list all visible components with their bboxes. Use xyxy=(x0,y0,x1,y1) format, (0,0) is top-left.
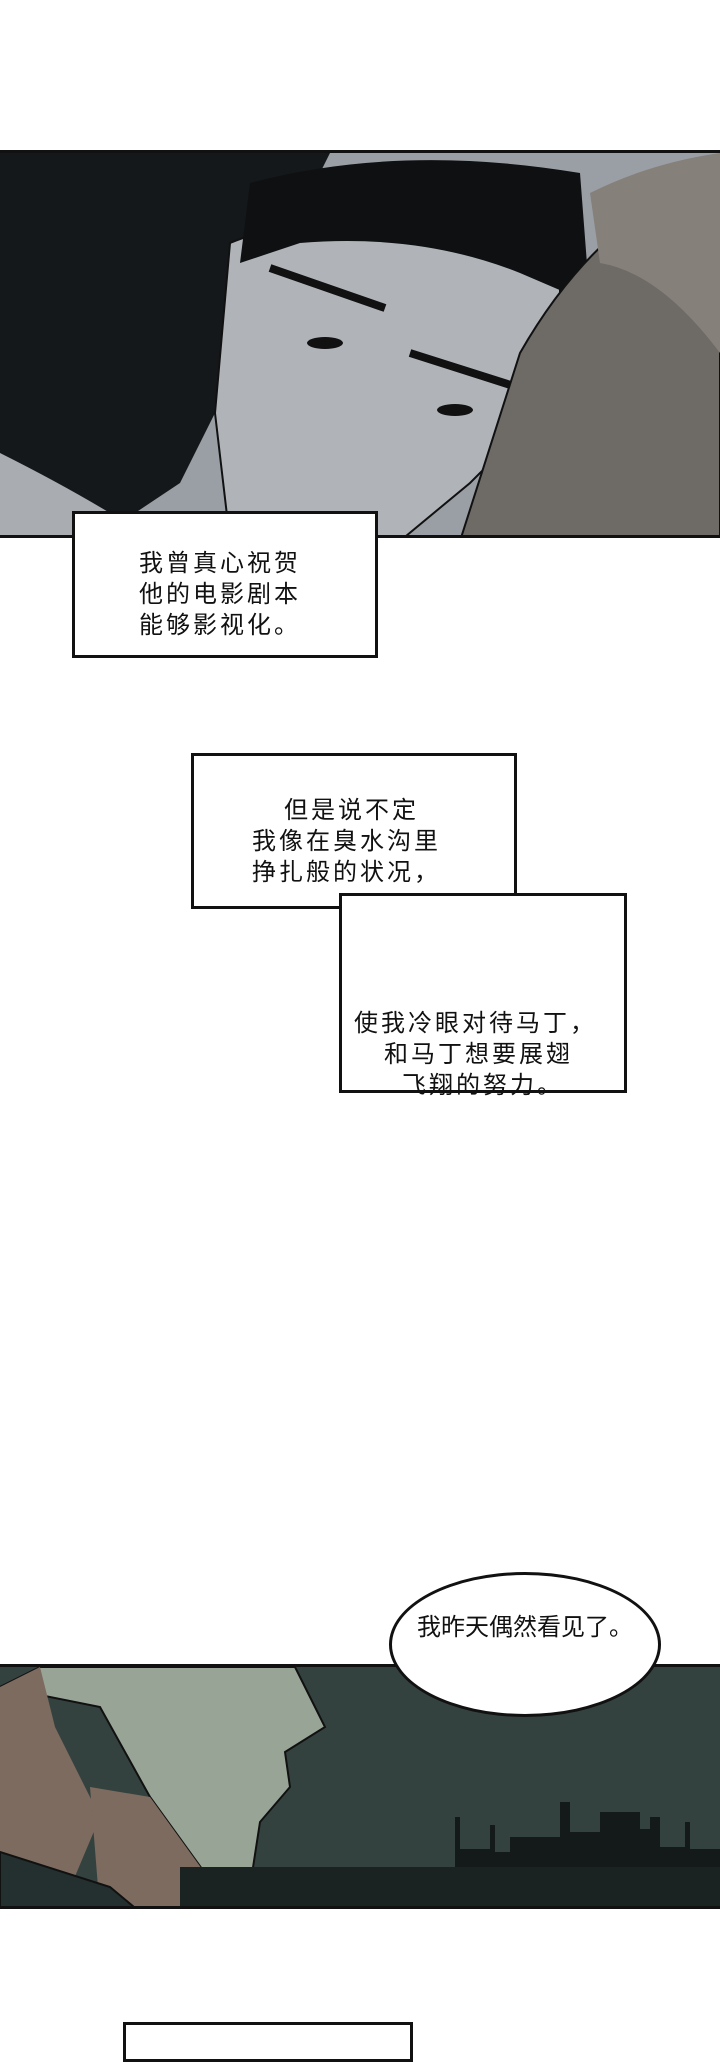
panel-illustration-embrace xyxy=(0,153,720,535)
narration-line: 我曾真心祝贺 xyxy=(139,549,301,577)
narration-box-congratulate: 我曾真心祝贺 他的电影剧本 能够影视化。 xyxy=(72,511,378,658)
speech-bubble-text: 我昨天偶然看见了。 xyxy=(417,1613,633,1641)
narration-line: 但是说不定 xyxy=(284,796,419,824)
comic-panel-embrace xyxy=(0,150,720,538)
narration-line: 能够影视化。 xyxy=(139,611,301,639)
narration-line: 他的电影剧本 xyxy=(139,580,301,608)
panel-illustration-night xyxy=(0,1667,720,1906)
narration-box-partial xyxy=(123,2022,413,2062)
narration-box-joint xyxy=(342,896,514,908)
narration-line: 和马丁想要展翅 xyxy=(384,1040,573,1068)
narration-box-cold-eye: 使我冷眼对待马丁， 和马丁想要展翅 飞翔的努力。 xyxy=(339,893,627,1099)
narration-line: 我像在臭水沟里 xyxy=(252,827,441,855)
comic-panel-night-profile xyxy=(0,1664,720,1909)
narration-box-struggle: 但是说不定 我像在臭水沟里 挣扎般的状况， xyxy=(191,753,517,909)
narration-line: 飞翔的努力。 xyxy=(402,1071,564,1099)
speech-bubble: 我昨天偶然看见了。 xyxy=(389,1572,661,1717)
narration-line: 使我冷眼对待马丁， xyxy=(354,1009,597,1037)
narration-line: 挣扎般的状况， xyxy=(252,858,441,886)
